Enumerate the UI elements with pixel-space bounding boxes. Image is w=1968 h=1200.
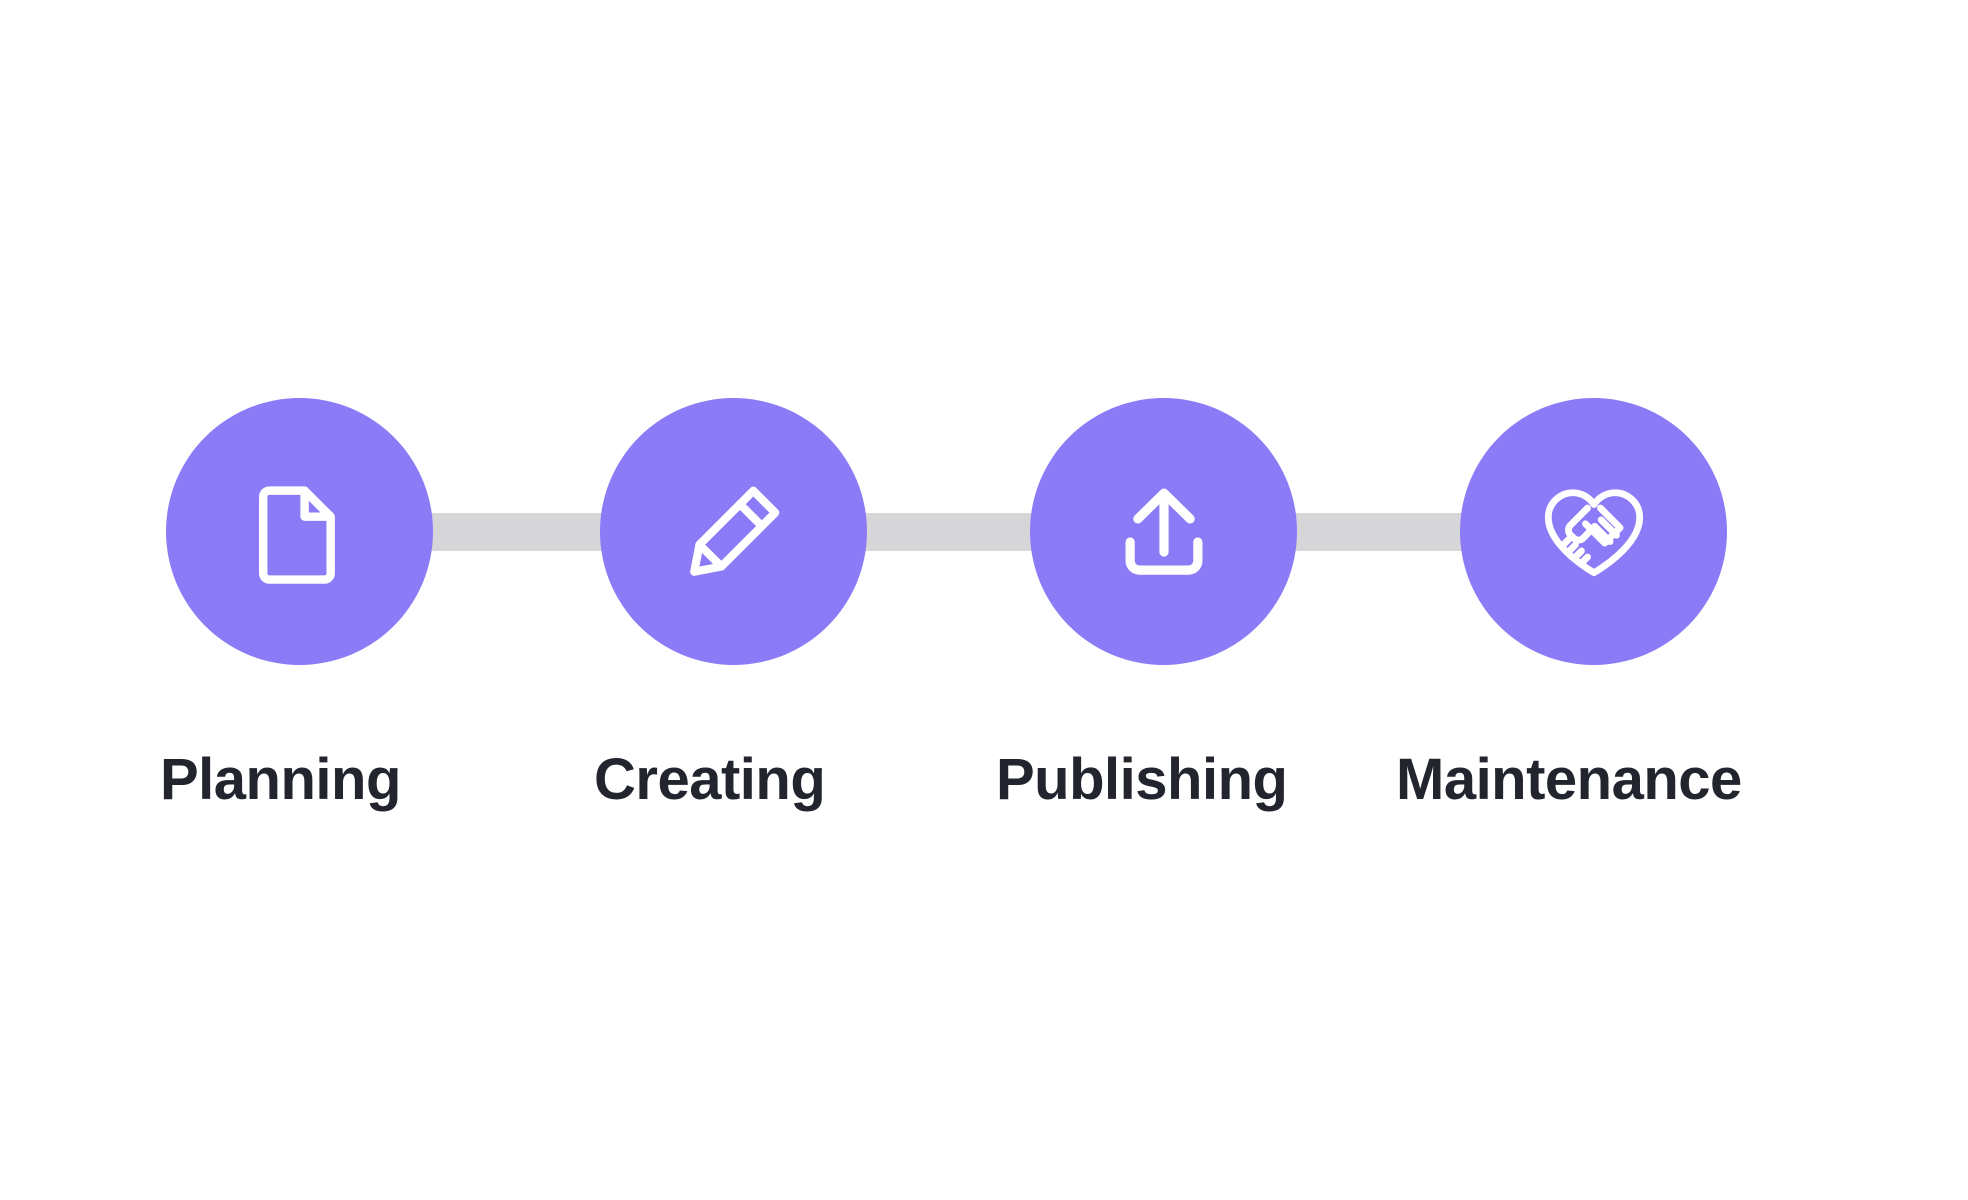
- step-label-maintenance: Maintenance: [1396, 747, 1742, 812]
- connector-creating-publishing: [862, 513, 1046, 551]
- step-creating[interactable]: [600, 398, 867, 665]
- step-publishing-circle[interactable]: [1030, 398, 1297, 665]
- step-publishing[interactable]: [1030, 398, 1297, 665]
- step-maintenance-circle[interactable]: [1460, 398, 1727, 665]
- connector-planning-creating: [428, 513, 612, 551]
- connector-publishing-maintenance: [1292, 513, 1476, 551]
- upload-icon: [1114, 482, 1214, 582]
- handshake-heart-icon: [1540, 482, 1648, 582]
- step-label-publishing: Publishing: [996, 747, 1288, 812]
- step-label-planning: Planning: [160, 747, 401, 812]
- step-planning-circle[interactable]: [166, 398, 433, 665]
- document-icon: [254, 477, 346, 587]
- step-creating-circle[interactable]: [600, 398, 867, 665]
- step-maintenance[interactable]: [1460, 398, 1727, 665]
- pencil-icon: [682, 480, 786, 584]
- step-label-creating: Creating: [594, 747, 826, 812]
- step-planning[interactable]: [166, 398, 433, 665]
